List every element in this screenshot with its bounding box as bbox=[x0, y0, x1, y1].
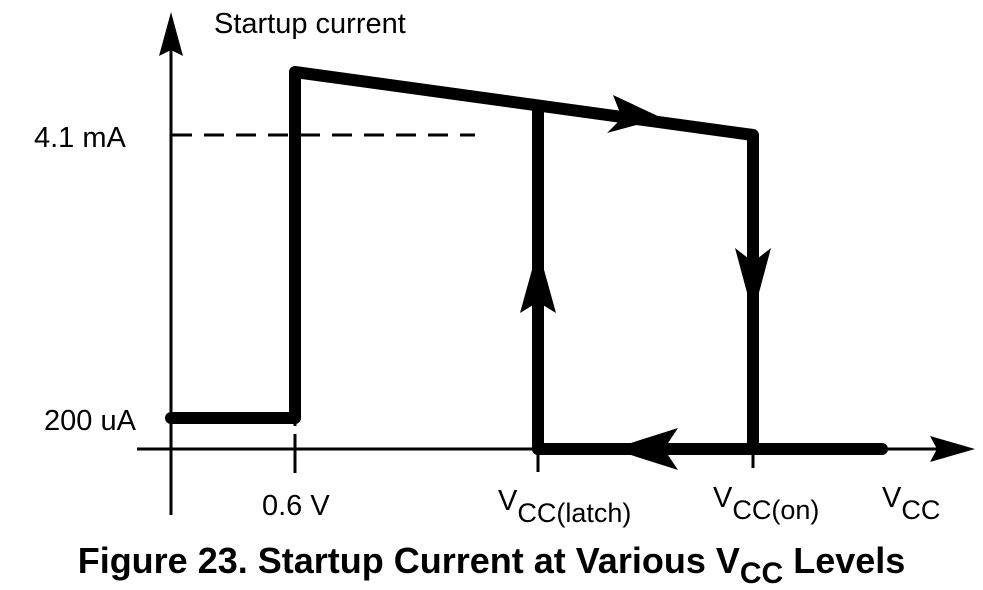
x-axis-label: VCC bbox=[882, 482, 940, 524]
x-tick-vcc-on-sub: CC(on) bbox=[732, 495, 820, 525]
x-axis-label-sub: CC bbox=[901, 495, 941, 525]
arrow-down-icon bbox=[735, 248, 771, 315]
y-tick-4.1ma: 4.1 mA bbox=[34, 122, 126, 154]
x-tick-vcc-latch-main: V bbox=[498, 485, 518, 517]
x-tick-vcc-latch: VCC(latch) bbox=[498, 485, 631, 527]
figure-caption: Figure 23. Startup Current at Various VC… bbox=[0, 540, 983, 589]
arrow-right-icon bbox=[607, 95, 662, 133]
y-tick-200ua: 200 uA bbox=[44, 405, 136, 437]
caption-suffix: Levels bbox=[783, 540, 906, 581]
x-tick-0.6v: 0.6 V bbox=[262, 490, 330, 522]
x-tick-vcc-on-main: V bbox=[713, 482, 733, 514]
x-tick-vcc-on: VCC(on) bbox=[713, 482, 819, 524]
startup-current-trace bbox=[165, 66, 888, 455]
arrow-up-icon bbox=[520, 248, 556, 313]
y-axis-arrow-icon bbox=[159, 12, 183, 56]
caption-sub: CC bbox=[739, 557, 784, 590]
y-axis-label: Startup current bbox=[214, 8, 406, 40]
x-tick-vcc-latch-sub: CC(latch) bbox=[517, 498, 632, 528]
arrow-left-icon bbox=[612, 428, 678, 470]
x-axis-arrow-icon bbox=[930, 436, 975, 462]
x-axis-label-main: V bbox=[882, 482, 902, 514]
caption-prefix: Figure 23. Startup Current at Various V bbox=[77, 540, 740, 581]
